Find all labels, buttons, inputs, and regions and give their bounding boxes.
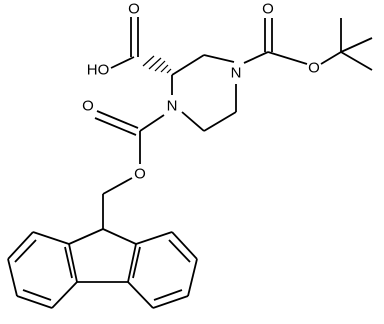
stereo-hashed-wedge [142, 55, 172, 74]
lb-d3 [64, 246, 73, 279]
rb-3 [187, 258, 198, 297]
lb-d2 [22, 289, 52, 301]
piperazine-n4-label: N [231, 65, 242, 82]
lb-3 [7, 258, 18, 297]
lb-4 [16, 295, 53, 309]
boc-group [243, 18, 373, 71]
hash-1 [166, 68, 172, 74]
c9-c8a-bond [102, 228, 137, 245]
boc-c-o-ester-bond [267, 51, 308, 65]
rb-d3 [132, 246, 141, 279]
c8a-c4b-bond [127, 243, 137, 283]
rb-1 [135, 231, 173, 245]
rb-4 [152, 295, 189, 309]
tbu-methyl-downright [340, 51, 373, 71]
fluorene-core [68, 228, 137, 283]
rb-d2 [153, 289, 183, 301]
hash-3 [154, 60, 166, 72]
fmoc-n-c-bond [139, 114, 165, 132]
fmoc-c-o-double-bond-b [94, 117, 137, 136]
piperazine-n1-label: N [167, 98, 178, 115]
lb-2 [7, 231, 34, 260]
carboxylic-acid-group [110, 17, 139, 69]
boc-n-c-bond [243, 51, 269, 64]
fmoc-carbamate [94, 110, 165, 229]
fmoc-o-ch2-bond [102, 177, 133, 195]
carboxyl-c-oh-bond [110, 56, 135, 69]
fmoc-ester-o-label: O [134, 166, 146, 183]
fmoc-c-o-double-bond-a [96, 110, 139, 129]
fluorene-left-benzene [7, 231, 78, 309]
rb-5 [127, 281, 154, 309]
ring-bond-c3-n4 [203, 54, 235, 63]
tbu-methyl-upright [340, 37, 373, 53]
ring-bond-c2-c3 [171, 54, 205, 76]
hash-5 [142, 55, 155, 67]
hash-4 [148, 57, 162, 70]
lb-5 [51, 281, 78, 309]
carboxyl-carbonyl-o-label: O [128, 1, 140, 18]
c9-c9a-bond [68, 228, 104, 245]
c9a-c4a-bond [68, 243, 78, 283]
atom-labels: HO O O O N N O O [82, 1, 320, 183]
ring-bond-c5-c6 [203, 111, 237, 132]
rb-d1 [168, 239, 191, 263]
boc-o-tbu-bond [320, 51, 342, 65]
hash-2 [160, 64, 169, 73]
ring-bond-c6-n1 [181, 111, 205, 132]
rb-2 [171, 231, 198, 260]
piperazine-ring [171, 54, 237, 132]
fluorene-right-benzene [127, 231, 198, 309]
hydroxyl-label: HO [87, 62, 110, 79]
fmoc-carbonyl-o-label: O [82, 98, 94, 115]
boc-carbonyl-o-label: O [262, 1, 274, 18]
boc-ester-o-label: O [308, 60, 320, 77]
lb-d1 [14, 239, 37, 263]
lb-1 [32, 231, 70, 245]
